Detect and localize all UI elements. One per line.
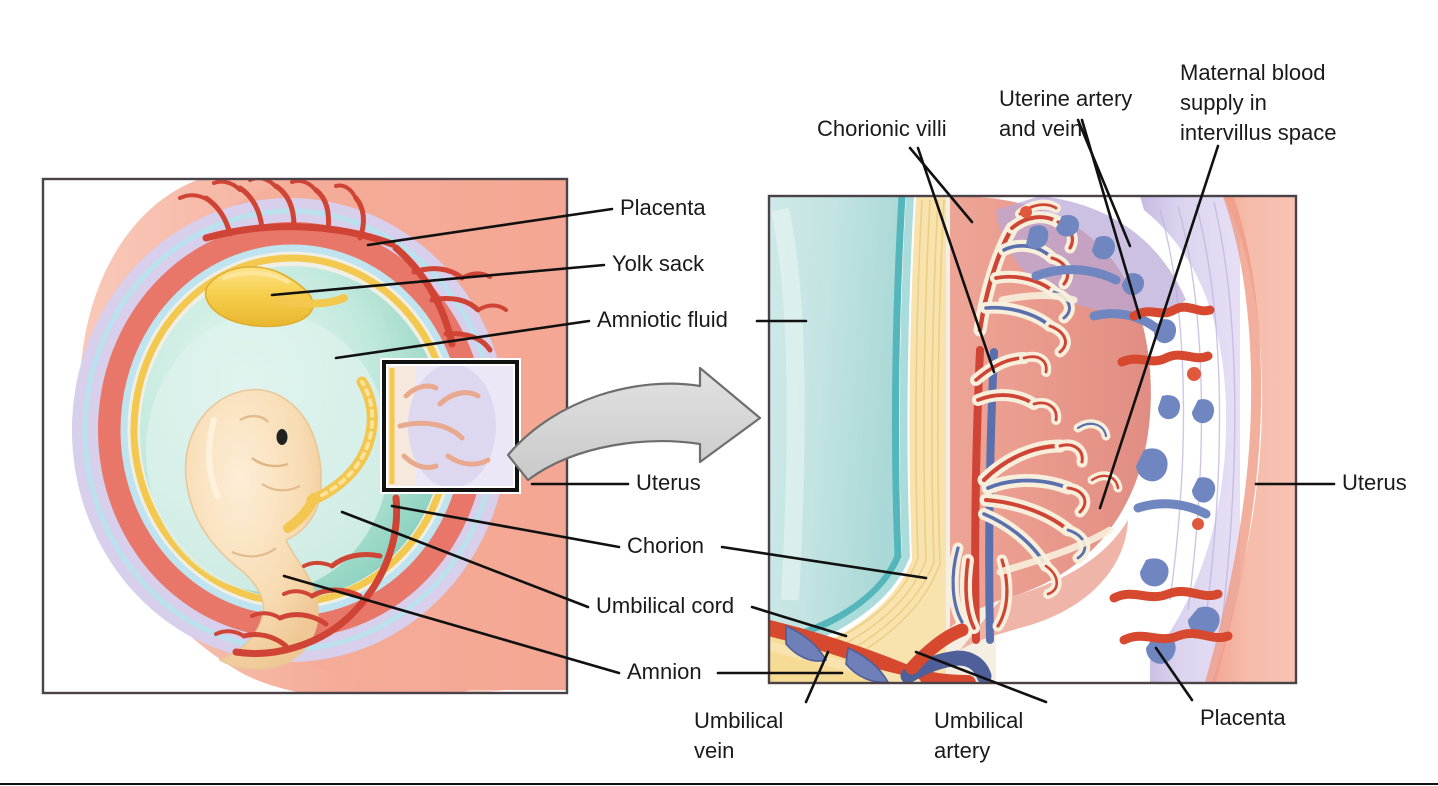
umbilical-cord-coil: [310, 380, 375, 502]
left-panel-illustration: [41, 177, 569, 695]
leader-uterine-vessels-1: [1076, 118, 1132, 248]
amniotic-cavity: [769, 196, 902, 640]
maternal-vein-trunks: [1031, 265, 1211, 519]
umbilical-cord-insertion: [283, 493, 319, 533]
leader-maternal-blood: [1098, 144, 1220, 510]
embryo-eye: [276, 429, 288, 445]
leader-amniotic-fluid: [334, 319, 591, 360]
embryo-highlight: [206, 417, 221, 499]
label-amniotic-fluid: Amniotic fluid: [597, 307, 728, 332]
embryo-arm-fold: [231, 547, 277, 558]
label-umbilical-artery-line1: Umbilical: [934, 708, 1023, 733]
embryo-mouth: [251, 457, 289, 468]
decidua-striations: [1159, 201, 1236, 625]
maternal-arterial-dot-2: [1192, 518, 1204, 530]
label-chorionic-villi: Chorionic villi: [817, 116, 947, 141]
label-yolk-sack: Yolk sack: [612, 251, 705, 276]
labels-left: Placenta Yolk sack Amniotic fluid Uterus…: [596, 195, 734, 684]
label-placenta: Placenta: [620, 195, 706, 220]
maternal-veins: [1026, 214, 1220, 664]
right-panel-border: [767, 194, 1298, 685]
maternal-arterial-dot-1: [1187, 367, 1201, 381]
leader-umbilical-cord-right: [750, 605, 848, 638]
label-maternal-blood-line1: Maternal blood: [1180, 60, 1326, 85]
leader-chorionic-villi-1: [908, 146, 974, 224]
leader-uterine-vessels-2: [1080, 118, 1142, 320]
leader-yolk-sack: [270, 263, 606, 297]
embryo-body: [184, 388, 322, 670]
label-umbilical-vein-line1: Umbilical: [694, 708, 783, 733]
label-placenta-right: Placenta: [1200, 705, 1286, 730]
inset-preview-content: [386, 364, 515, 488]
label-uterus-right: Uterus: [1342, 470, 1407, 495]
chorionic-villus-middle: [970, 351, 1091, 599]
label-uterus-left: Uterus: [636, 470, 701, 495]
yolk-stalk: [276, 294, 348, 308]
villi-base-streaks: [996, 292, 1114, 576]
free-villi-cluster: [1073, 419, 1123, 493]
leader-chorionic-villi-2: [916, 146, 996, 374]
leader-lines: [270, 118, 1336, 704]
label-umbilical-cord: Umbilical cord: [596, 593, 734, 618]
chorion-fibers: [811, 199, 945, 669]
amnion-inner-layer: [784, 196, 914, 661]
umbilical-vein-ascending[interactable]: [900, 650, 992, 683]
chorionic-villi-group: [947, 199, 1123, 644]
label-maternal-blood-line3: intervillus space: [1180, 120, 1337, 145]
label-uterine-vessels-line1: Uterine artery: [999, 86, 1132, 111]
label-umbilical-artery-line2: artery: [934, 738, 990, 763]
leader-placenta: [366, 207, 614, 247]
umbilical-artery-ascending[interactable]: [905, 623, 969, 675]
umbilical-vein-lumen-1[interactable]: [785, 624, 828, 662]
right-panel-illustration: [767, 194, 1298, 685]
maternal-arterial-dot-3: [1020, 206, 1032, 218]
myometrium-right: [1212, 196, 1296, 683]
label-uterine-vessels-line2: and vein: [999, 116, 1082, 141]
label-chorion: Chorion: [627, 533, 704, 558]
label-umbilical-vein-line2: vein: [694, 738, 734, 763]
embryo-chin-fold: [261, 483, 301, 492]
leader-chorion-right: [720, 545, 928, 580]
magnify-arrow: [506, 366, 762, 482]
label-maternal-blood-line2: supply in: [1180, 90, 1267, 115]
embryo-brow: [239, 414, 269, 423]
placental-vessels-upper: [178, 179, 396, 248]
maternal-spiral-arteries: [1109, 302, 1233, 645]
yolk-sack-highlight: [222, 271, 290, 284]
leader-umbilical-artery: [914, 650, 1048, 704]
amniotic-cavity-highlight: [771, 208, 805, 601]
label-amnion: Amnion: [627, 659, 702, 684]
myometrium-border-line: [1205, 196, 1262, 683]
labels-right: Chorionic villi Uterine artery and vein …: [694, 60, 1407, 763]
leader-amnion: [282, 574, 621, 675]
leader-placenta-right: [1154, 646, 1194, 702]
leader-umbilical-cord: [340, 510, 590, 609]
leader-chorion: [390, 504, 621, 549]
leader-umbilical-vein: [804, 650, 830, 704]
amnion-membrane-right: [783, 196, 906, 651]
inset-box-frame[interactable]: [382, 360, 519, 492]
placental-vessels-lower: [214, 494, 401, 657]
